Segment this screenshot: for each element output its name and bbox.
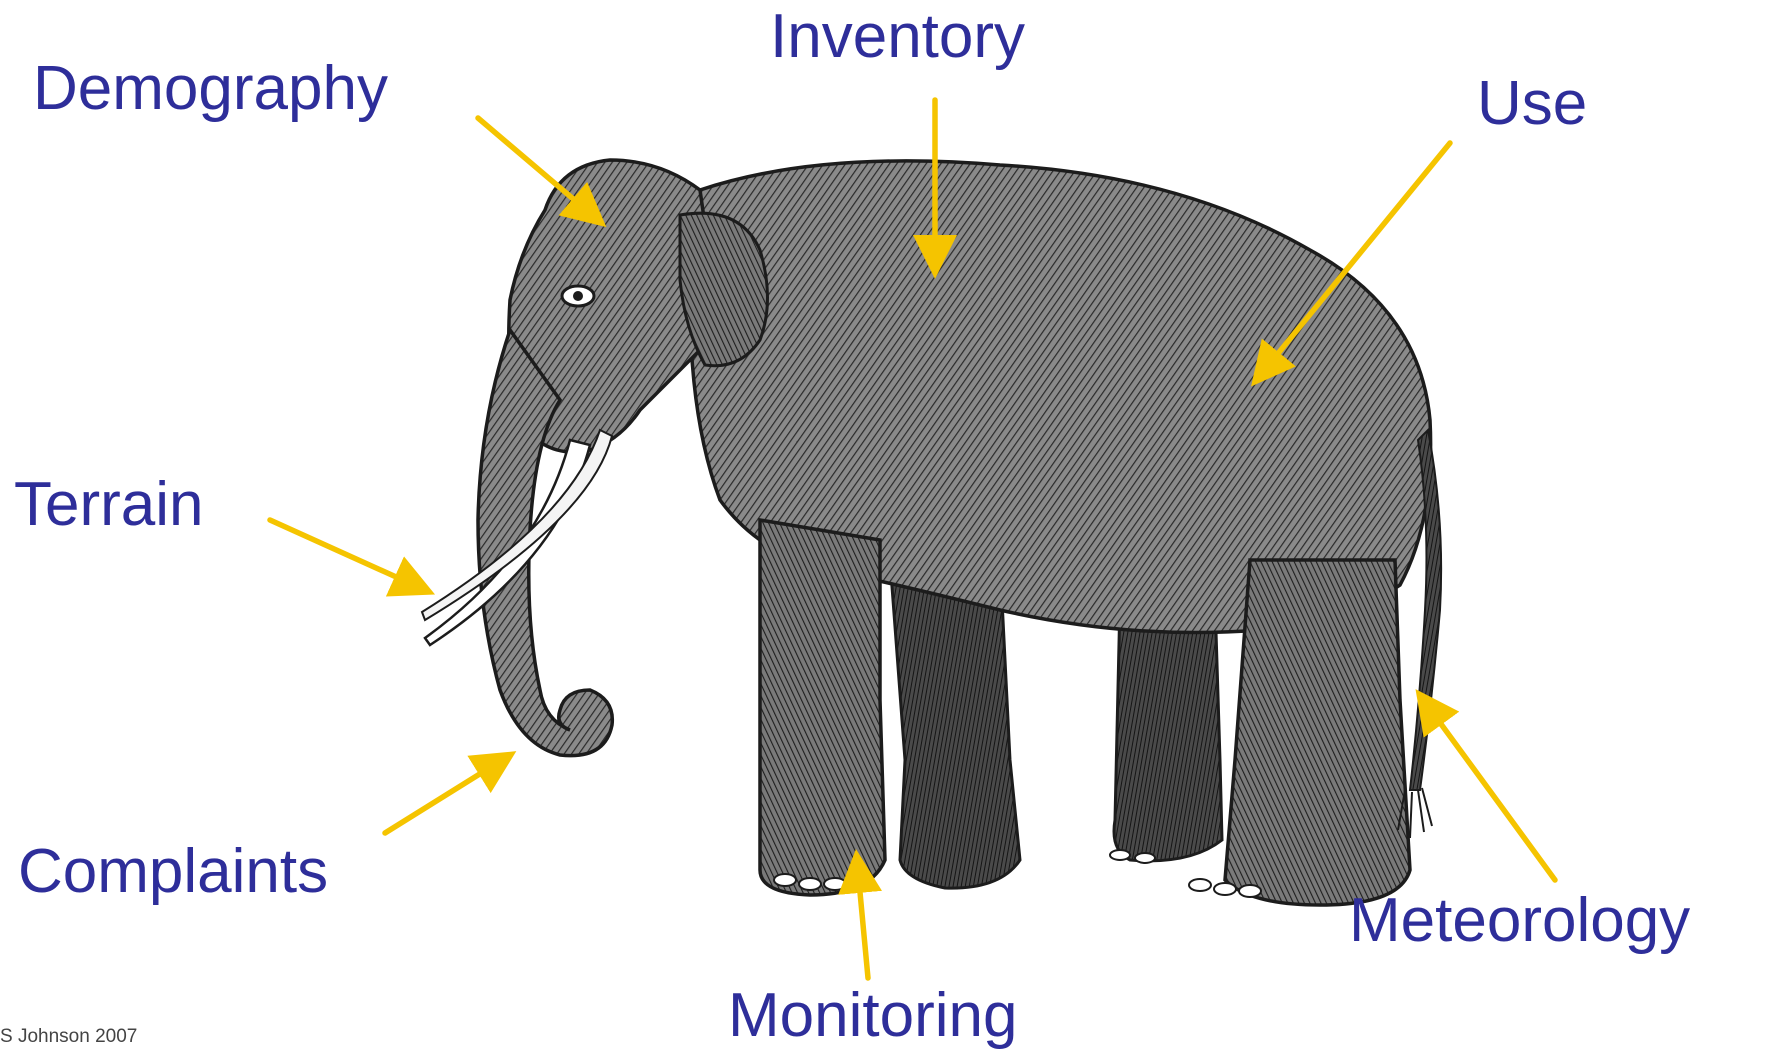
elephant-near-front-leg [760,520,885,895]
arrow-complaints [385,757,507,833]
arrow-meteorology [1422,698,1555,880]
copyright-credit: S Johnson 2007 [0,1026,137,1048]
label-meteorology: Meteorology [1349,890,1690,952]
label-use: Use [1477,73,1587,135]
label-inventory: Inventory [770,6,1025,68]
label-demography: Demography [33,58,388,120]
label-complaints: Complaints [18,841,328,903]
elephant-illustration [422,160,1441,905]
label-monitoring: Monitoring [728,985,1017,1047]
arrow-terrain [270,520,425,590]
elephant-far-hind-leg [1114,600,1222,861]
label-terrain: Terrain [14,474,204,536]
elephant-near-hind-leg [1225,560,1410,905]
